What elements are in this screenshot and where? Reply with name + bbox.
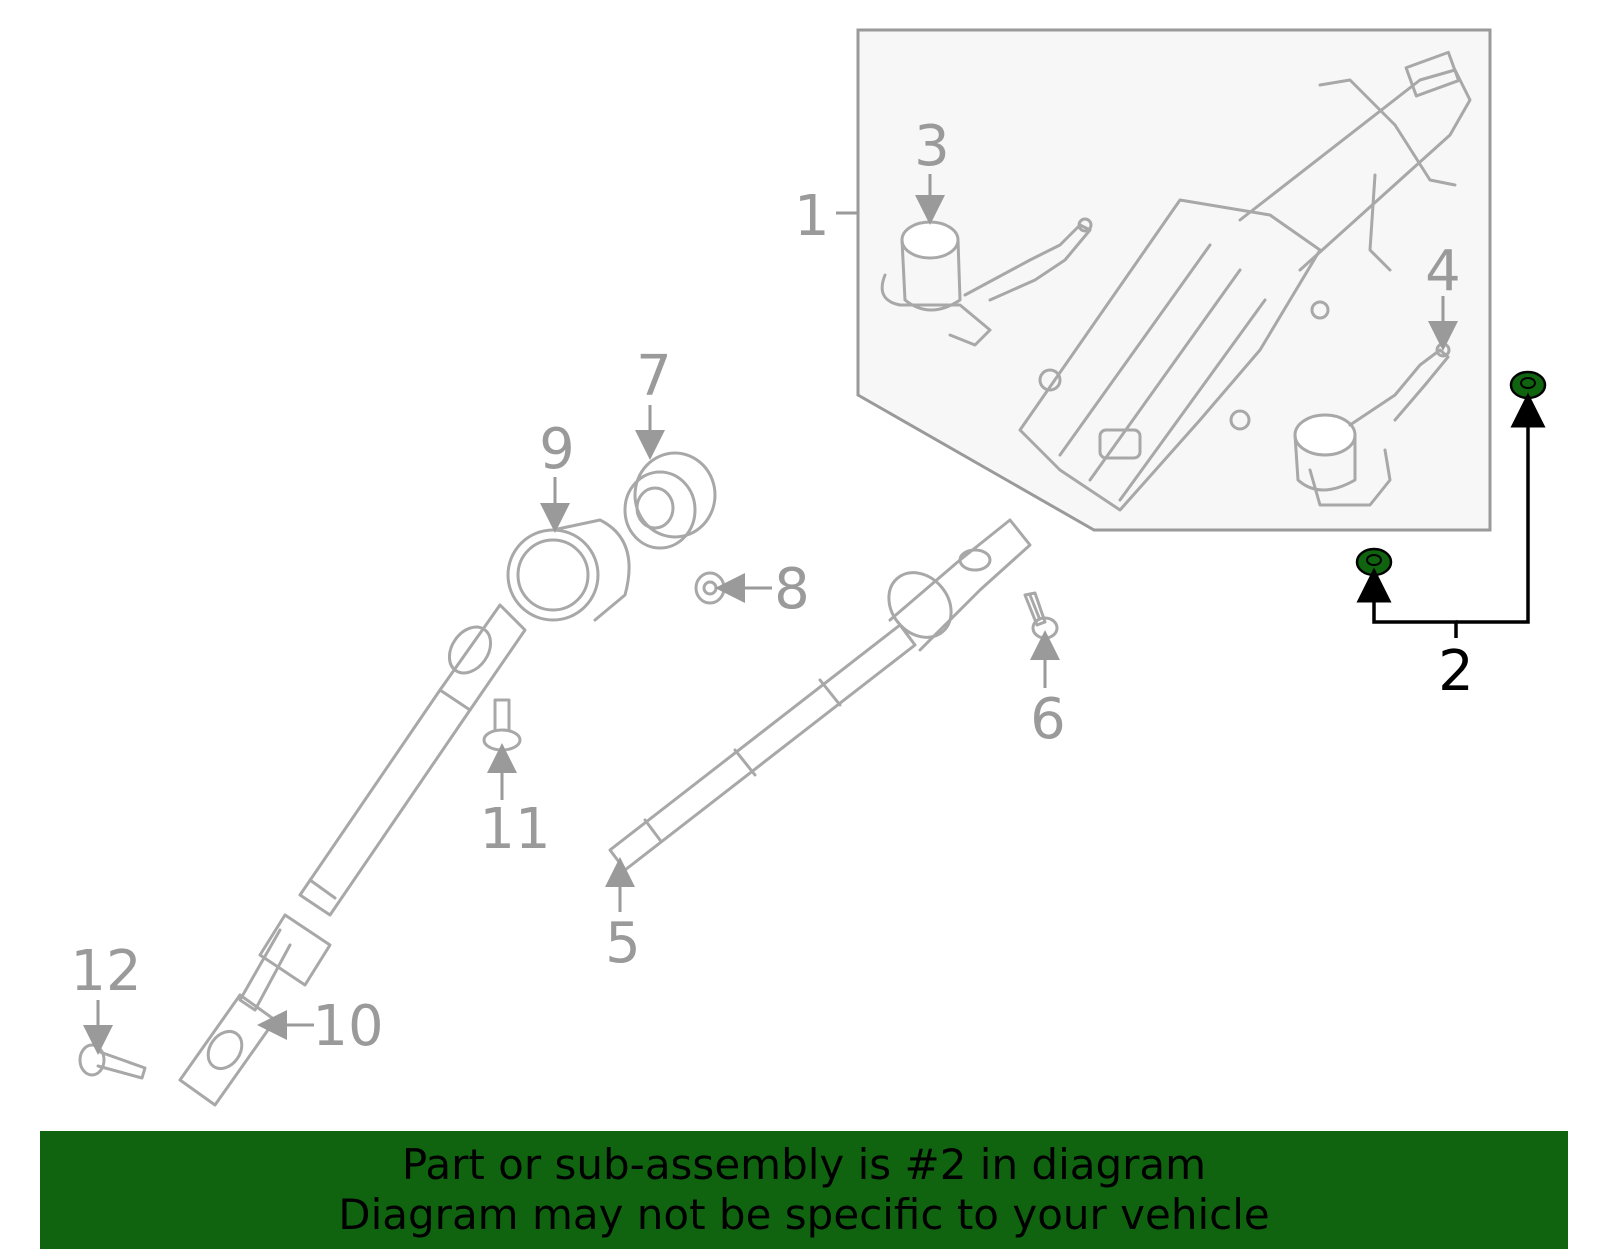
callout-10: 10 bbox=[312, 994, 383, 1059]
leader-part-2 bbox=[1356, 392, 1546, 638]
column-switch-3 bbox=[880, 217, 1093, 347]
banner-line-1: Part or sub-assembly is #2 in diagram bbox=[401, 1140, 1207, 1189]
callout-4: 4 bbox=[1425, 239, 1461, 304]
callout-3: 3 bbox=[914, 114, 950, 179]
callout-11: 11 bbox=[479, 797, 550, 862]
callout-12: 12 bbox=[70, 939, 141, 1004]
callout-2: 2 bbox=[1438, 639, 1474, 704]
lower-shaft-10 bbox=[178, 603, 527, 1107]
callout-5: 5 bbox=[605, 911, 641, 976]
callout-8: 8 bbox=[774, 557, 810, 622]
bolt-11 bbox=[482, 698, 522, 752]
callout-9: 9 bbox=[539, 417, 575, 482]
boot-cover-7 bbox=[623, 451, 717, 550]
parts-diagram: 1 2 3 4 5 6 7 8 9 10 11 12 bbox=[70, 28, 1547, 1107]
bolt-6 bbox=[1023, 591, 1059, 640]
grommet-2-right[interactable] bbox=[1509, 370, 1547, 400]
info-banner: Part or sub-assembly is #2 in diagram Di… bbox=[40, 1131, 1568, 1249]
callout-labels: 1 2 3 4 5 6 7 8 9 10 11 12 bbox=[70, 114, 1473, 1059]
grommet-2-left[interactable] bbox=[1355, 547, 1393, 577]
banner-line-2: Diagram may not be specific to your vehi… bbox=[338, 1190, 1270, 1239]
callout-1: 1 bbox=[794, 184, 830, 249]
bolt-12 bbox=[78, 1043, 147, 1080]
callout-7: 7 bbox=[636, 344, 672, 409]
steering-column-housing bbox=[1018, 50, 1472, 512]
nut-8 bbox=[694, 571, 726, 605]
callout-6: 6 bbox=[1030, 687, 1066, 752]
column-assembly-box bbox=[856, 28, 1492, 532]
leader-lines bbox=[83, 174, 1458, 1055]
intermediate-shaft-5 bbox=[608, 518, 1032, 872]
seal-9 bbox=[506, 518, 631, 622]
